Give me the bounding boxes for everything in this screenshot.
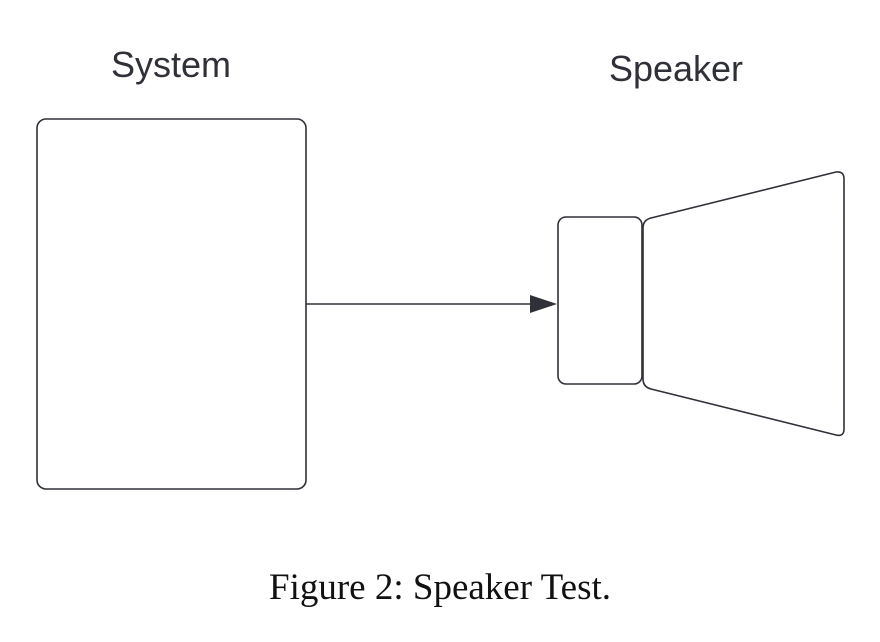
speaker-cone [642, 171, 845, 437]
diagram: System Speaker [36, 44, 845, 490]
system-box [36, 118, 307, 490]
speaker-driver-box [557, 216, 643, 385]
signal-arrowhead [530, 295, 557, 313]
speaker-label: Speaker [609, 48, 743, 89]
figure-caption: Figure 2: Speaker Test. [269, 567, 611, 608]
system-label: System [111, 44, 231, 85]
